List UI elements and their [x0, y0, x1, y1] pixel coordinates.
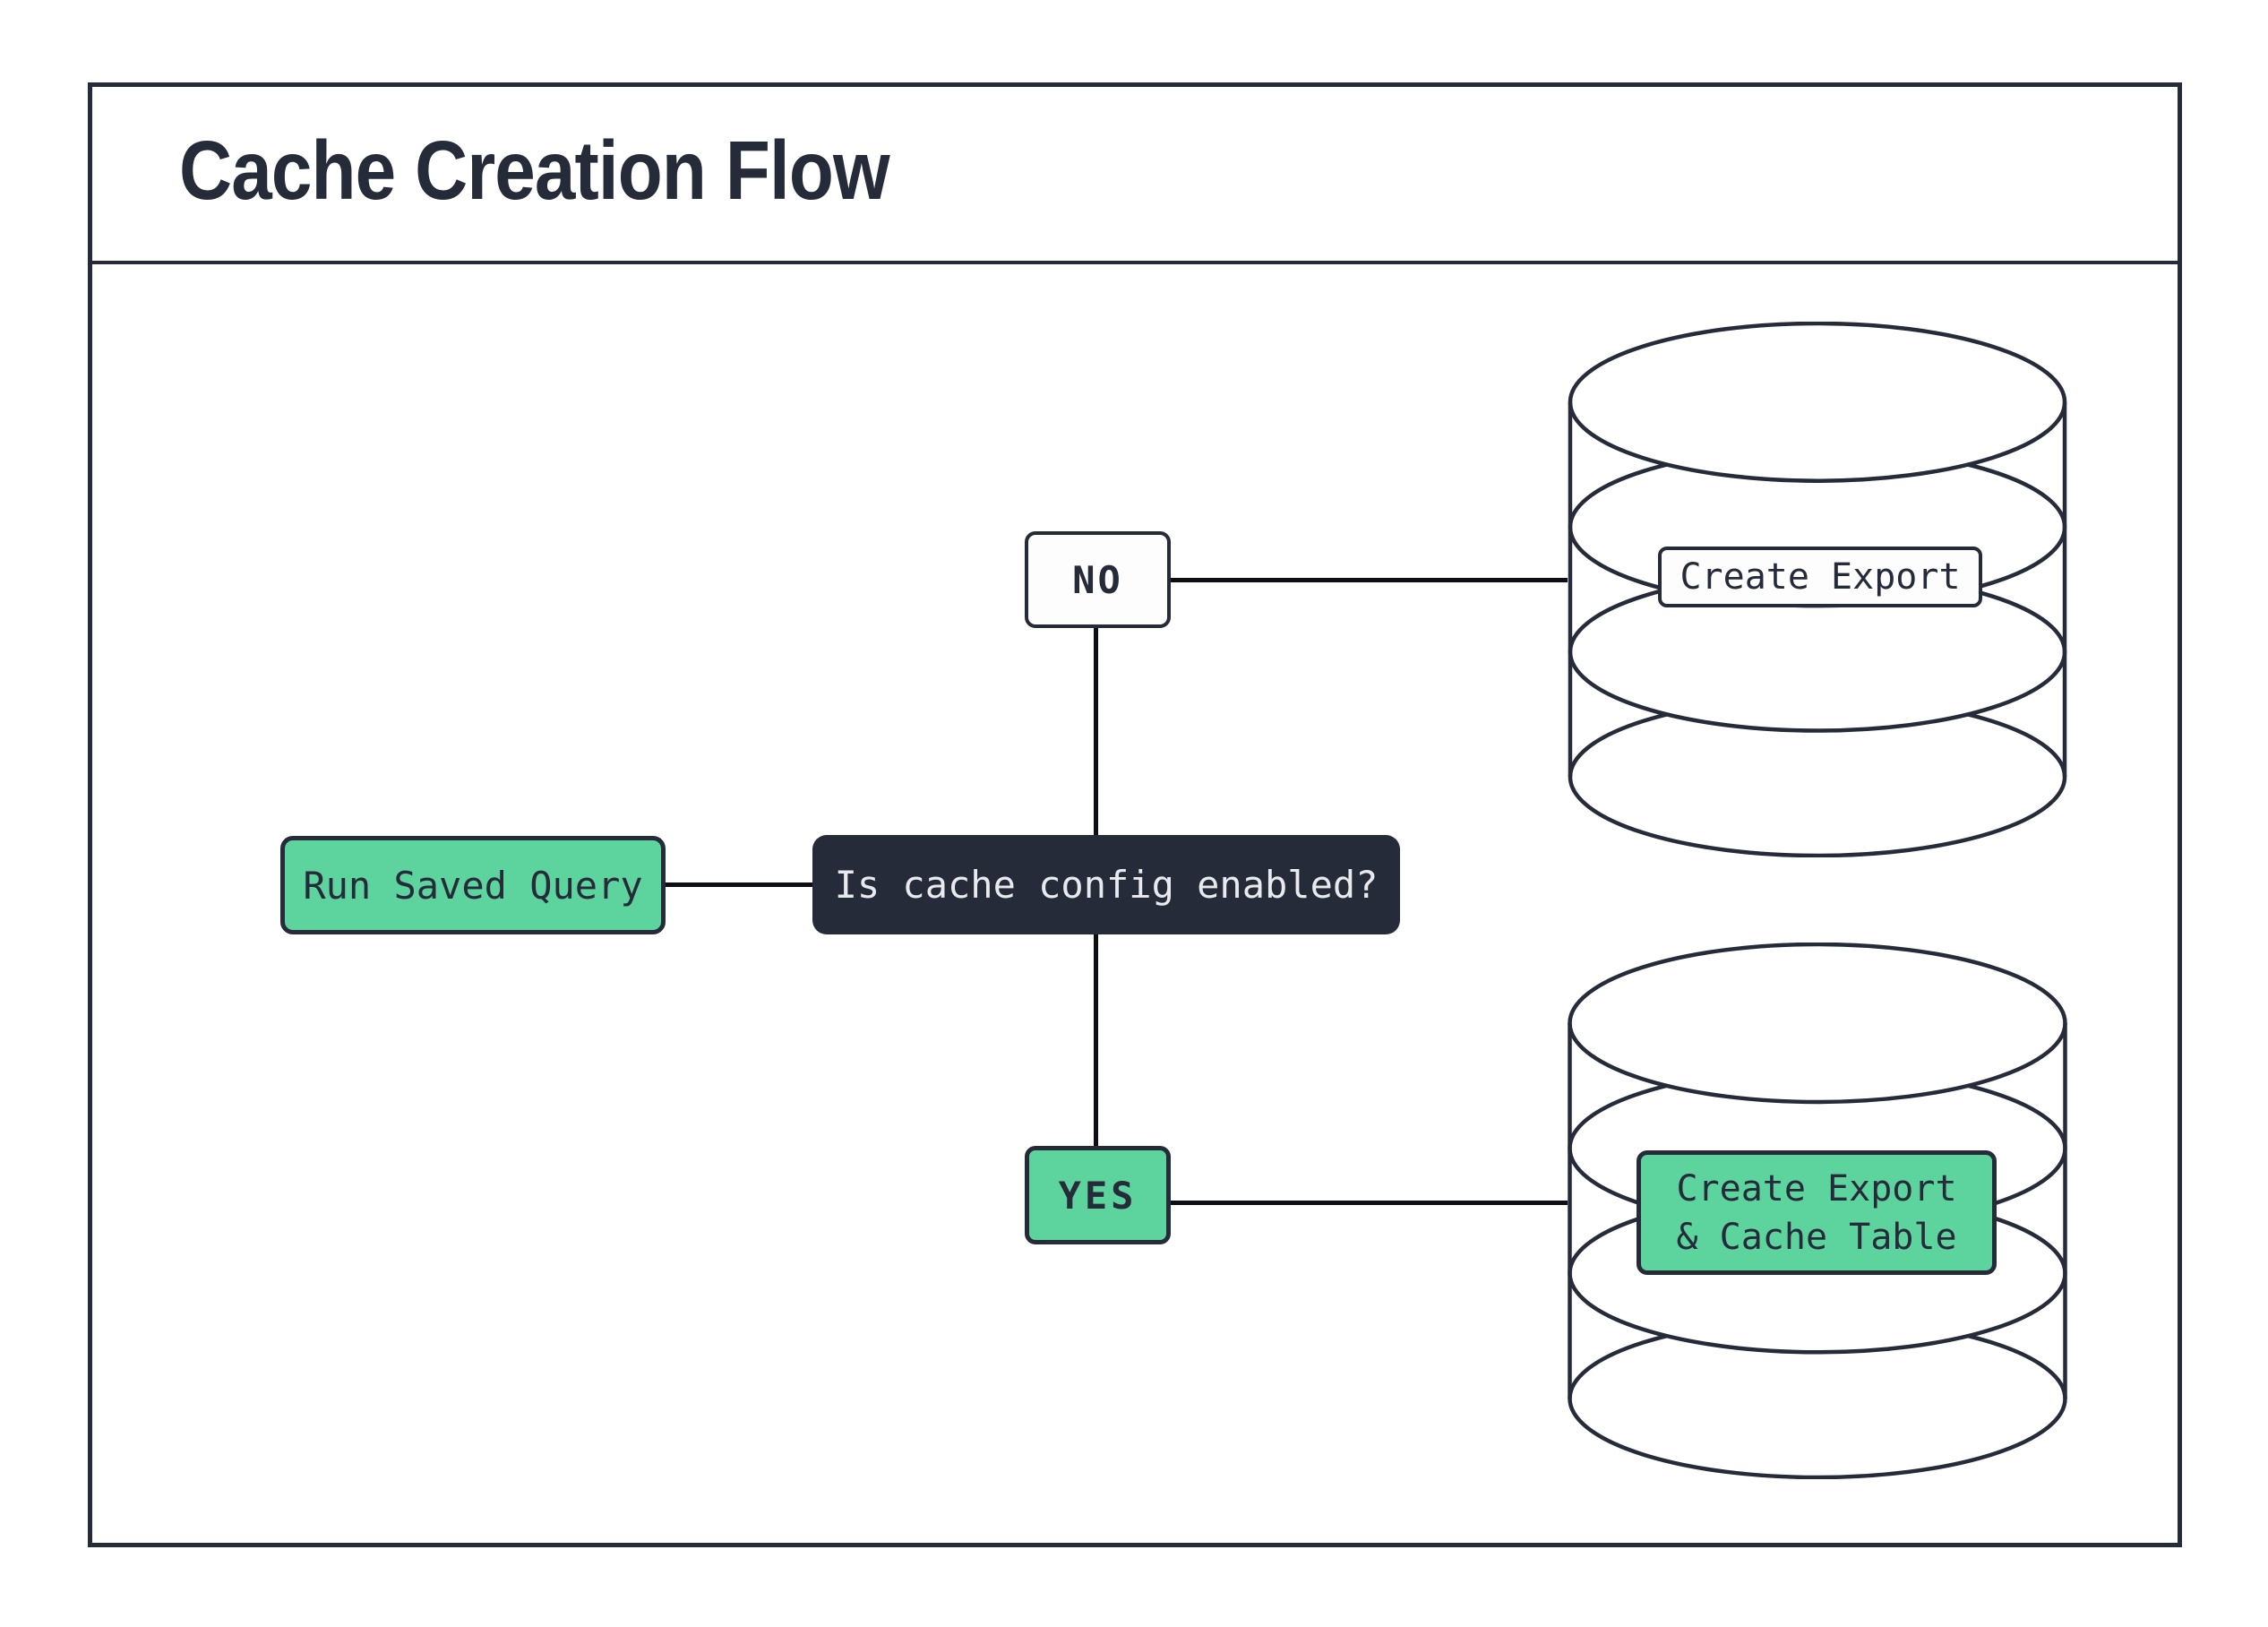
create-export-cache-table-node: Create Export & Cache Table: [1637, 1150, 1997, 1275]
title-bar: [88, 82, 2182, 264]
connector-no-to-database: [1171, 578, 1568, 582]
connector-decision-to-no: [1094, 628, 1098, 835]
run-saved-query-label: Run Saved Query: [303, 863, 643, 908]
page-title: Cache Creation Flow: [179, 124, 890, 217]
connector-start-to-decision: [666, 882, 812, 887]
create-export-cache-table-label-line2: & Cache Table: [1676, 1216, 1957, 1258]
cache-config-decision-label: Is cache config enabled?: [834, 863, 1379, 907]
connector-yes-to-database: [1171, 1201, 1568, 1205]
create-export-node: Create Export: [1658, 547, 1982, 607]
branch-no-label: NO: [1072, 557, 1123, 602]
database-icon: [1568, 322, 2067, 857]
create-export-label: Create Export: [1680, 556, 1961, 598]
connector-decision-to-yes: [1094, 934, 1098, 1146]
create-export-cache-table-label-line1: Create Export: [1676, 1167, 1957, 1209]
branch-no-node: NO: [1025, 531, 1171, 628]
branch-yes-label: YES: [1058, 1173, 1138, 1218]
database-cylinder-graphic: [1568, 322, 2067, 857]
run-saved-query-node: Run Saved Query: [280, 836, 666, 934]
branch-yes-node: YES: [1025, 1146, 1171, 1244]
cache-config-decision-node: Is cache config enabled?: [812, 835, 1400, 934]
